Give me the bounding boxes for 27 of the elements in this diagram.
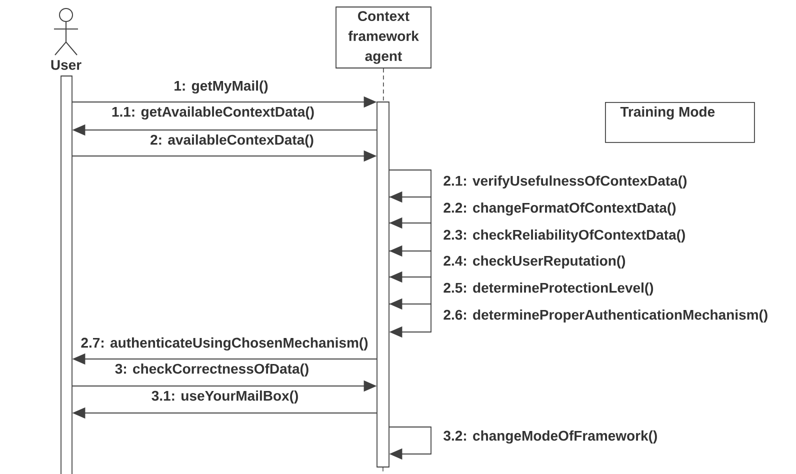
actor-label: User	[51, 60, 82, 70]
message-label: 1.1: getAvailableContextData()	[110, 105, 316, 121]
message-label: 2.4: checkUserReputation()	[442, 254, 627, 270]
message-label: 2.7: authenticateUsingChosenMechanism()	[80, 336, 370, 352]
message-label: 2.2: changeFormatOfContextData()	[442, 201, 678, 217]
self-message-arrow	[388, 426, 432, 460]
activation-bar	[376, 102, 390, 468]
message-label: 3.1: useYourMailBox()	[150, 389, 300, 405]
message-label: 3.2: changeModeOfFramework()	[442, 429, 659, 445]
lifeline	[382, 68, 384, 102]
message-label: 3: checkCorrectnessOfData()	[114, 362, 310, 378]
message-label: 2.6: determineProperAuthenticationMechanism()	[442, 308, 770, 324]
message-label: 2.1: verifyUsefulnessOfContexData()	[442, 174, 688, 190]
note-box: Training Mode	[605, 102, 755, 143]
self-message-arrow	[388, 222, 432, 257]
self-message-arrow	[388, 276, 432, 310]
message-label: 1: getMyMail()	[172, 79, 270, 95]
self-message-arrow	[388, 196, 432, 229]
self-message-arrow	[388, 250, 432, 283]
message-label: 2: availableContexData()	[149, 133, 315, 149]
lifeline-box: Context framework agent	[336, 6, 432, 68]
message-label: 2.3: checkReliabilityOfContextData()	[442, 228, 687, 244]
self-message-arrow	[388, 304, 432, 338]
message-label: 2.5: determineProtectionLevel()	[442, 281, 655, 297]
activation-bar	[60, 76, 72, 474]
self-message-arrow	[388, 170, 432, 203]
lifeline	[382, 467, 384, 474]
